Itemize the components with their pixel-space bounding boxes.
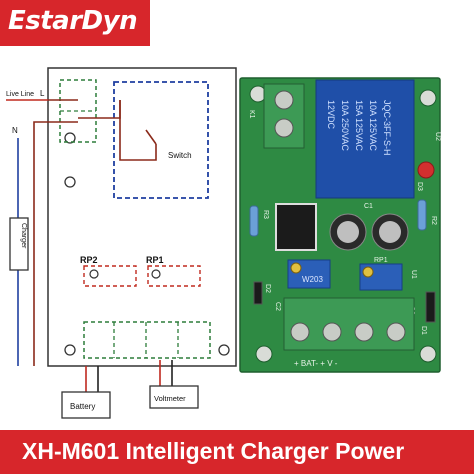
- mount-hole: [64, 344, 76, 356]
- relay-line-4: 10A 125VAC: [368, 100, 378, 151]
- terminal-screw: [274, 118, 294, 138]
- terminal-screw: [290, 322, 310, 342]
- pcb-hole: [255, 345, 273, 363]
- silk-r2: R2: [430, 216, 437, 225]
- relay-line-1: 12VDC: [326, 100, 336, 130]
- silk-c1: C1: [364, 203, 373, 210]
- diode: [253, 281, 263, 305]
- resistor: [417, 199, 427, 231]
- board-outline: [47, 67, 237, 367]
- silk-k1: K1: [248, 110, 255, 119]
- silk-terminals: + BAT- + V -: [294, 359, 338, 368]
- potentiometer: [287, 259, 331, 289]
- rp2-knob: [89, 269, 99, 279]
- rp2-label: RP2: [80, 255, 98, 265]
- rp2-outline: [83, 265, 137, 287]
- pcb-hole: [419, 89, 437, 107]
- relay-line-5: JQC-3FF-S-H: [382, 100, 392, 156]
- silk-d1: D1: [420, 326, 427, 335]
- capacitor-top: [337, 221, 359, 243]
- wiring-diagram: Switch Live Line L N Charger RP2 RP1: [6, 67, 237, 419]
- silk-u1: U1: [410, 270, 417, 279]
- silk-pot-code: W203: [302, 275, 323, 284]
- voltmeter-box: [149, 385, 199, 409]
- rp1-label: RP1: [146, 255, 164, 265]
- voltmeter-label: Voltmeter: [154, 394, 186, 403]
- charger-box: [9, 217, 29, 271]
- mount-hole: [64, 176, 76, 188]
- neutral-terminal-label: N: [12, 126, 18, 135]
- pot-screw: [290, 262, 302, 274]
- silk-rp1: RP1: [374, 257, 388, 264]
- terminal-screw: [274, 90, 294, 110]
- switch-lever: [145, 129, 157, 145]
- battery-label: Battery: [70, 402, 95, 411]
- charger-label: Charger: [20, 223, 27, 249]
- output-terminal-outline: [83, 321, 211, 359]
- pot-screw: [362, 266, 374, 278]
- live-line-label: Live Line: [6, 91, 34, 98]
- brand-banner: EstarDyn: [0, 0, 150, 46]
- relay-line-2: 10A 250VAC: [340, 100, 350, 151]
- relay-wire: [78, 100, 121, 119]
- battery-box: [61, 391, 111, 419]
- footer-banner: XH-M601 Intelligent Charger Power: [0, 430, 474, 474]
- terminal-screw: [386, 322, 406, 342]
- terminal-screw: [354, 322, 374, 342]
- pcb-hole: [419, 345, 437, 363]
- diode: [425, 291, 436, 323]
- live-terminal-label: L: [40, 89, 45, 98]
- rp1-knob: [151, 269, 161, 279]
- ic-chip: [275, 203, 317, 251]
- live-wire-path: [48, 99, 157, 161]
- silk-c2: C2: [274, 302, 281, 311]
- switch-label: Switch: [168, 151, 192, 160]
- silk-d2: D2: [264, 284, 271, 293]
- led: [417, 161, 435, 179]
- capacitor-top: [379, 221, 401, 243]
- brand-logo: EstarDyn: [8, 6, 138, 36]
- silk-u2: U2: [434, 132, 441, 141]
- rp1-outline: [147, 265, 201, 287]
- silk-d3: D3: [416, 182, 423, 191]
- terminal-screw: [322, 322, 342, 342]
- silk-r3: R3: [262, 210, 269, 219]
- mount-hole: [218, 344, 230, 356]
- relay-outline: [113, 81, 209, 199]
- resistor: [249, 205, 259, 237]
- mount-hole: [64, 132, 76, 144]
- brown-wire: [33, 121, 78, 366]
- board-photo: K1 12VDC 10A 250VAC 15A 125VAC 10A 125VA…: [239, 77, 441, 373]
- product-title: XH-M601 Intelligent Charger Power: [22, 438, 405, 464]
- relay-line-3: 15A 125VAC: [354, 100, 364, 151]
- relay: [315, 79, 415, 199]
